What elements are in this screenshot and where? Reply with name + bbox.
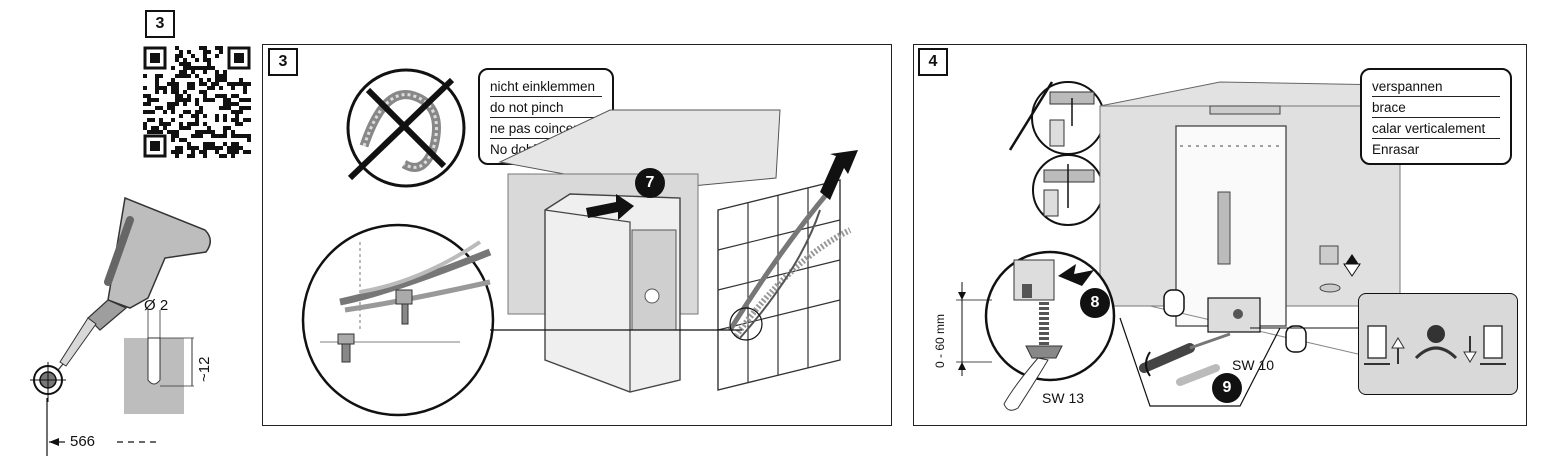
step-badge-9: 9 bbox=[1212, 373, 1242, 403]
foot-height-adjust-zoom bbox=[984, 250, 1116, 411]
legend-text-de: nicht einklemmen bbox=[490, 76, 602, 97]
offset-dimension-label: 566 bbox=[70, 433, 96, 450]
wrench-size-10-label: SW 10 bbox=[1232, 357, 1275, 373]
step-badge-8: 8 bbox=[1080, 288, 1110, 318]
step-number: 3 bbox=[155, 15, 165, 32]
offset-dimension-line bbox=[46, 398, 159, 456]
step-badge-7: 7 bbox=[635, 168, 665, 198]
raise-lower-icon bbox=[1364, 325, 1506, 365]
hole-target-icon bbox=[30, 362, 66, 402]
legend-text-en: brace bbox=[1372, 97, 1500, 118]
height-range-label: 0 - 60 mm bbox=[933, 313, 947, 368]
top-gap-detail-incorrect bbox=[1008, 81, 1105, 155]
panel-3-step-number: 3 bbox=[278, 53, 288, 70]
do-not-pinch-symbol bbox=[346, 68, 466, 188]
legend-text-fr: ne pas coincer bbox=[490, 118, 602, 139]
hole-cross-section bbox=[124, 337, 194, 414]
hose-feed-detail-zoom bbox=[301, 223, 495, 417]
qr-code bbox=[143, 46, 251, 158]
legend-text-de: verspannen bbox=[1372, 76, 1500, 97]
zoom-connector-line bbox=[490, 329, 742, 331]
step-number-box: 3 bbox=[145, 10, 175, 38]
diameter-label: Ø 2 bbox=[144, 297, 169, 314]
diameter-marker bbox=[147, 310, 161, 338]
height-range-dimension bbox=[956, 282, 992, 376]
drill-illustration bbox=[49, 196, 211, 381]
panel-4-step-number: 4 bbox=[928, 53, 938, 70]
callout-connector-line bbox=[1250, 327, 1358, 329]
wrench-size-13-label: SW 13 bbox=[1042, 390, 1085, 406]
built-in-dishwasher-scene bbox=[1099, 81, 1451, 367]
legend-text-fr: calar verticalement bbox=[1372, 118, 1500, 139]
panel-4-step-box: 4 bbox=[918, 48, 948, 76]
legend-text-es: Enrasar bbox=[1372, 142, 1420, 157]
dishwasher-installation-scene bbox=[498, 109, 858, 393]
panel-4-legend: verspannen brace calar verticalement Enr… bbox=[1360, 68, 1512, 165]
depth-label: ~12 bbox=[196, 356, 213, 382]
screwdriver-adjust-zoom bbox=[1119, 317, 1281, 407]
top-gap-detail-correct bbox=[1032, 154, 1104, 226]
legend-text-en: do not pinch bbox=[490, 97, 602, 118]
panel-3-step-box: 3 bbox=[268, 48, 298, 76]
